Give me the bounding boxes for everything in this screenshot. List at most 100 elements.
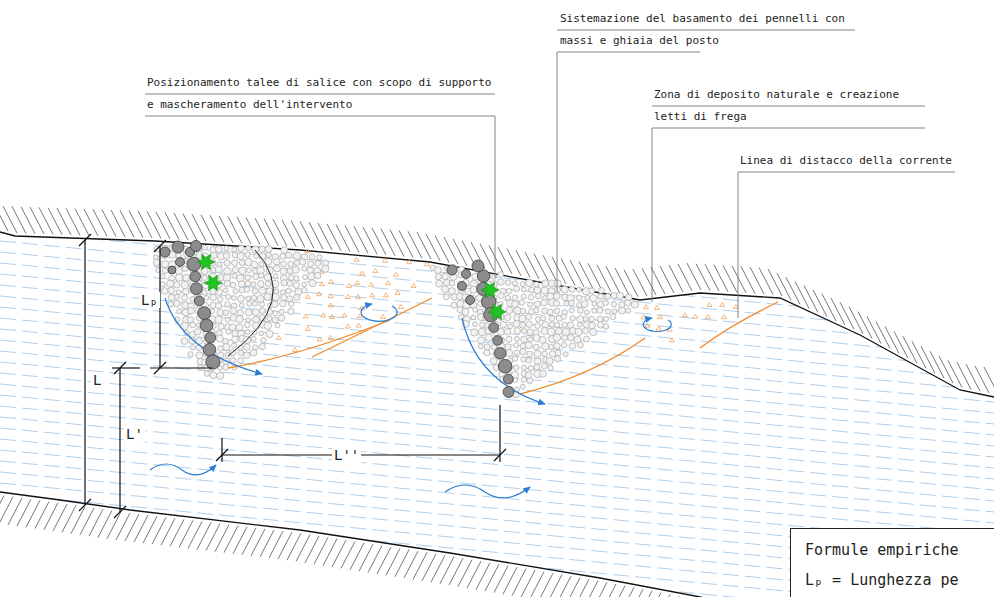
deposit-mark	[359, 271, 364, 275]
gravel-stone	[598, 288, 604, 294]
gravel-stone	[535, 316, 540, 321]
gravel-stone	[527, 329, 534, 336]
gravel-stone	[272, 317, 278, 323]
hatch-stroke	[246, 218, 260, 245]
deposit-mark	[644, 305, 649, 309]
gravel-stone	[202, 290, 207, 295]
gravel-stone	[168, 301, 174, 307]
boulder	[206, 355, 220, 369]
gravel-stone	[314, 272, 320, 278]
hatch-stroke	[741, 266, 755, 293]
gravel-stone	[162, 268, 168, 274]
gravel-stone	[603, 300, 609, 306]
gravel-stone	[519, 300, 525, 306]
dimension-label: L'	[124, 426, 145, 442]
gravel-stone	[547, 309, 553, 315]
willow-cutting	[481, 282, 499, 298]
gravel-stone	[273, 258, 280, 265]
water-line	[0, 285, 994, 380]
hatch-stroke	[579, 262, 593, 289]
hatch-stroke	[575, 579, 589, 597]
gravel-stone	[188, 352, 193, 357]
gravel-stone	[197, 365, 202, 370]
hatch-stroke	[687, 263, 701, 290]
hatch-stroke	[201, 215, 215, 242]
hatch-stroke	[705, 264, 719, 291]
gravel-stone	[293, 282, 300, 289]
boulder	[200, 319, 213, 332]
gravel-stone	[521, 287, 526, 292]
deposit-mark	[656, 326, 661, 330]
leader-line	[495, 116, 496, 278]
boulder	[198, 307, 211, 320]
gravel-stone	[525, 342, 532, 349]
deposit-mark	[658, 315, 663, 319]
hatch-stroke	[777, 273, 791, 300]
gravel-stone	[473, 322, 478, 327]
water-line	[0, 164, 994, 259]
gravel-stone	[223, 253, 230, 260]
gravel-stone	[294, 276, 299, 281]
gravel-stone	[449, 280, 455, 286]
gravel-stone	[196, 352, 203, 359]
gravel-stone	[239, 303, 244, 308]
deposit-mark	[317, 337, 322, 341]
deposit-mark	[354, 257, 359, 261]
gravel-stone	[215, 303, 221, 309]
hatch-stroke	[21, 207, 35, 234]
gravel-stone	[542, 308, 548, 314]
gravel-stone	[224, 280, 231, 287]
gravel-stone	[182, 302, 189, 309]
hatch-stroke	[66, 208, 80, 235]
gravel-stone	[484, 344, 490, 350]
gravel-stone	[252, 246, 259, 253]
gravel-stone	[605, 293, 611, 299]
gravel-stone	[505, 344, 511, 350]
gravel-stone	[597, 307, 603, 313]
boulder	[190, 271, 201, 282]
hatch-stroke	[602, 584, 616, 597]
hatch-stroke	[921, 346, 935, 373]
deposit-mark	[393, 272, 398, 276]
gravel-stone	[575, 328, 582, 335]
hatch-stroke	[336, 225, 350, 252]
hatch-stroke	[885, 326, 899, 353]
hatch-stroke	[984, 367, 994, 394]
gravel-stone	[569, 308, 574, 313]
hatch-stroke	[84, 209, 98, 236]
gravel-stone	[477, 337, 484, 344]
hatch-stroke	[156, 212, 170, 239]
hatch-stroke	[417, 232, 431, 259]
deposit-mark	[383, 258, 388, 262]
dimension-tick	[79, 499, 91, 511]
gravel-stone	[521, 294, 526, 299]
boulder	[462, 270, 471, 279]
gravel-stone	[434, 267, 441, 274]
gravel-stone	[260, 308, 266, 314]
gravel-stone	[553, 293, 560, 300]
gravel-stone	[237, 310, 243, 316]
gravel-stone	[302, 282, 307, 287]
hatch-stroke	[93, 209, 107, 236]
gravel-stone	[597, 316, 603, 322]
separation-line	[312, 298, 432, 357]
water-line	[0, 142, 994, 237]
gravel-stone	[266, 252, 271, 257]
gravel-stone	[245, 275, 251, 281]
gravel-stone	[245, 309, 252, 316]
gravel-stone	[562, 335, 568, 341]
hatch-stroke	[696, 264, 710, 291]
callout-text: Linea di distacco della corrente	[740, 150, 952, 172]
box-title: Formule empiriche	[805, 540, 985, 560]
gravel-stone	[500, 321, 507, 328]
gravel-stone	[223, 288, 228, 293]
gravel-stone	[570, 316, 575, 321]
hatch-stroke	[656, 594, 670, 597]
gravel-stone	[542, 351, 548, 357]
hatch-stroke	[408, 231, 422, 258]
gravel-stone	[245, 280, 251, 286]
deposit-mark	[316, 292, 321, 296]
gravel-stone	[274, 289, 279, 294]
gravel-stone	[534, 350, 541, 357]
deposit-mark	[720, 302, 725, 306]
